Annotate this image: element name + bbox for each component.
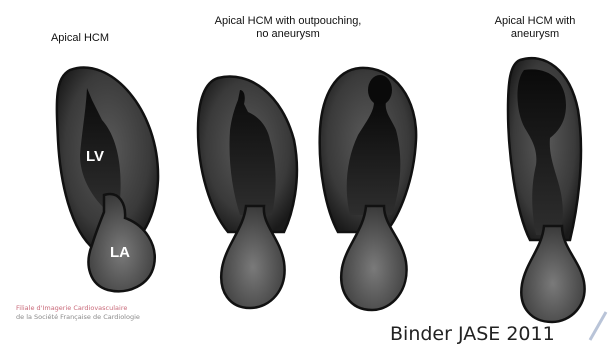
- label-apical-hcm: Apical HCM: [20, 32, 140, 45]
- org-line1: Filiale d'Imagerie Cardiovasculaire: [16, 304, 140, 313]
- label-aneurysm: Apical HCM with aneurysm: [470, 15, 600, 41]
- label-aneurysm-line1: Apical HCM with: [470, 15, 600, 28]
- heart-outpouching-1: [198, 77, 297, 308]
- lv-label: LV: [86, 148, 104, 165]
- org-line2: de la Société Française de Cardiologie: [16, 313, 140, 322]
- la-label: LA: [110, 244, 130, 261]
- label-outpouching-line2: no aneurysm: [188, 28, 388, 41]
- label-outpouching-line1: Apical HCM with outpouching,: [188, 15, 388, 28]
- heart-aneurysm: [508, 58, 585, 322]
- decorative-slash: [590, 312, 606, 340]
- organization-logo-text: Filiale d'Imagerie Cardiovasculaire de l…: [16, 304, 140, 322]
- heart-apical-hcm: [57, 68, 158, 292]
- label-outpouching: Apical HCM with outpouching, no aneurysm: [188, 15, 388, 41]
- heart-outpouching-2: [320, 68, 416, 310]
- label-apical-hcm-text: Apical HCM: [51, 32, 109, 44]
- citation: Binder JASE 2011: [390, 323, 555, 345]
- label-aneurysm-line2: aneurysm: [470, 28, 600, 41]
